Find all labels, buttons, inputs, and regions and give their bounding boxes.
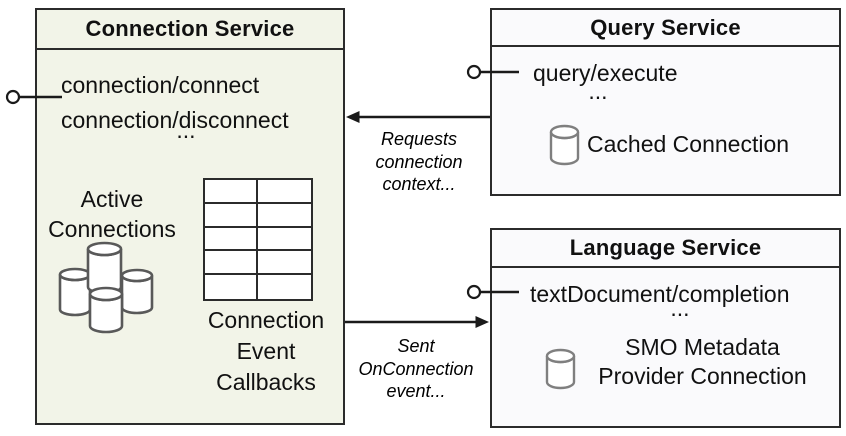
interface-circle [466,284,482,300]
connection-service-header: Connection Service [37,10,343,50]
cached-connection-label: Cached Connection [587,131,790,157]
table-cell [205,227,258,252]
database-top [545,348,576,364]
database-icon [549,124,580,166]
method-connection-disconnect: connection/disconnect [61,107,289,133]
table-cell [205,180,258,204]
connection-service-box: Connection Service connection/connect co… [35,8,345,425]
table-cell [205,203,258,228]
language-service-box: Language Service textDocument/completion… [490,228,841,428]
query-service-box: Query Service query/execute ... Cached C… [490,8,841,196]
database-top [549,124,580,140]
language-methods-ellipsis: ... [670,295,690,321]
language-service-title: Language Service [569,235,762,260]
table-cell [258,180,311,204]
query-service-header: Query Service [492,10,839,47]
language-service-header: Language Service [492,230,839,268]
method-connection-connect: connection/connect [61,72,260,98]
table-cell [205,275,258,299]
query-service-title: Query Service [590,14,741,40]
requests-connection-context-label: Requests connection context... [375,129,463,194]
arrow-requests-connection-context [346,111,490,123]
connection-methods: connection/connect connection/disconnect [61,68,289,138]
table-cell [258,204,311,228]
connection-methods-ellipsis: ... [176,117,196,143]
table-cell [258,275,311,299]
arrow-sent-onconnection-event [345,316,489,328]
callback-table [203,178,313,301]
cylinder-top-top [86,241,123,257]
table-cell [258,228,311,252]
active-connections-label: Active Connections [48,186,176,242]
cylinder-bottom-top [88,286,124,302]
connection-event-callbacks-label: Connection Event Callbacks [207,307,325,395]
method-query-execute: query/execute [533,60,678,86]
query-methods-ellipsis: ... [588,78,608,104]
arrowhead-right-icon [475,316,489,328]
method-textdocument-completion: textDocument/completion [530,281,790,307]
smo-metadata-provider-connection-label: SMO Metadata Provider Connection [598,334,807,389]
cylinder-right-top [120,268,154,283]
database-icon [545,348,576,390]
sent-onconnection-event-label: Sent OnConnection event... [358,336,474,401]
interface-circle [466,64,482,80]
interface-circle [5,89,21,105]
table-cell [258,251,311,276]
cylinder-left-top [58,267,92,282]
arrowhead-left-icon [346,111,360,123]
connection-service-title: Connection Service [85,16,295,41]
table-cell [205,251,258,276]
database-cluster-icon [58,241,154,334]
